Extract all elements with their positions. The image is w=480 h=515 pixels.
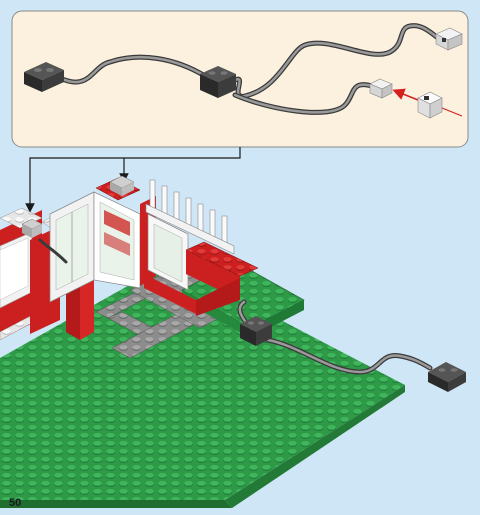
light-connector-icon	[435, 27, 463, 51]
window-frame	[49, 191, 141, 303]
right-wall	[140, 196, 259, 316]
battery-box-icon	[428, 362, 466, 392]
callout-cable	[57, 23, 441, 115]
light-brick-icon	[417, 91, 443, 119]
battery-connector-icon	[24, 62, 64, 92]
top-bricks	[21, 175, 141, 238]
cable-junction-icon	[200, 66, 236, 98]
insert-arrow-icon	[392, 88, 463, 117]
white-fence	[145, 179, 235, 255]
page-number: 50	[9, 497, 22, 509]
green-baseplate	[0, 262, 405, 508]
callout-connector	[25, 147, 241, 213]
plate-connector-icon	[240, 316, 272, 346]
light-plug-icon	[369, 78, 393, 99]
